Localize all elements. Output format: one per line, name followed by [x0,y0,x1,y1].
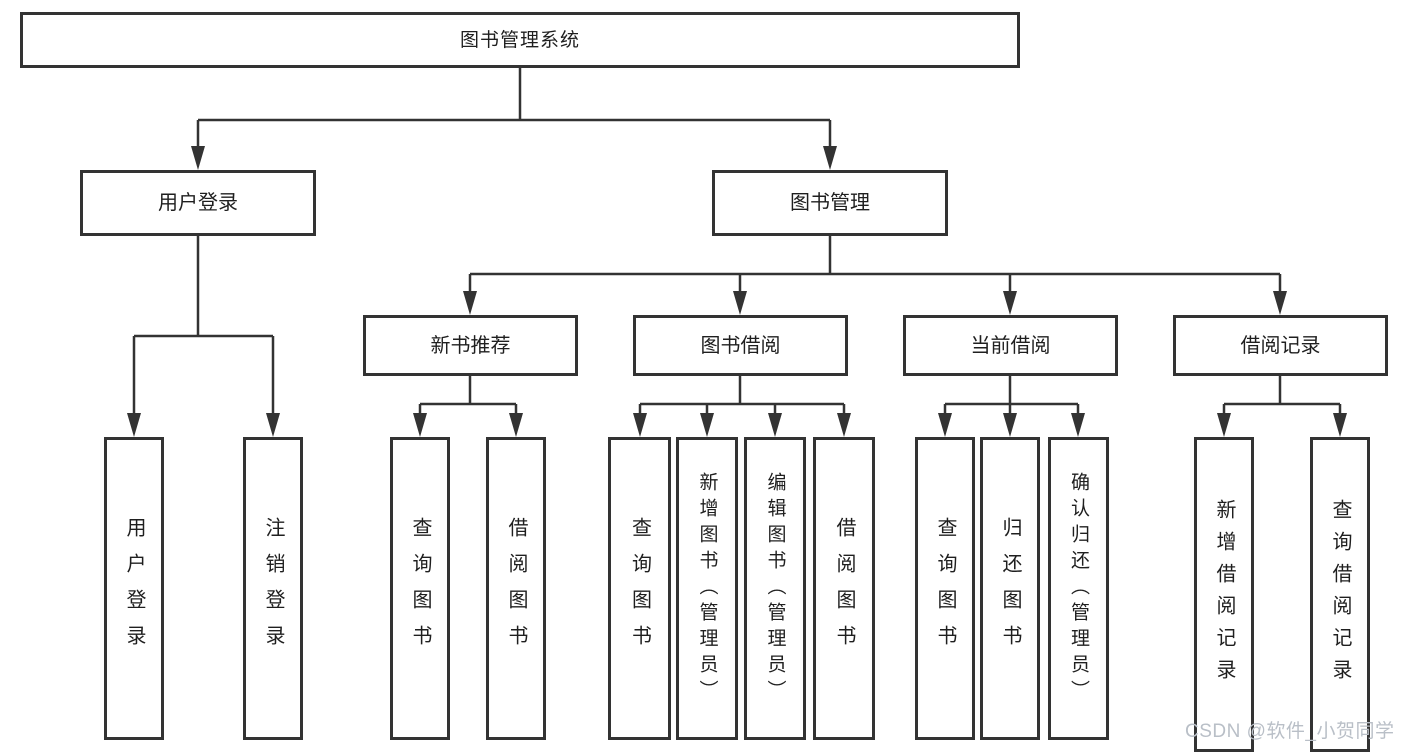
node-leaf-query-books-current: 查询图书 [915,437,975,740]
node-leaf-edit-book-admin: 编辑图书（管理员） [744,437,806,740]
node-book-management-label: 图书管理 [790,192,870,214]
node-root: 图书管理系统 [20,12,1020,68]
node-leaf-confirm-return-admin-label: 确认归还（管理员） [1068,471,1089,706]
node-root-label: 图书管理系统 [459,29,580,51]
node-leaf-edit-book-admin-label: 编辑图书（管理员） [764,471,786,706]
node-leaf-logout-label: 注销登录 [262,516,284,661]
node-book-borrowing-label: 图书借阅 [700,334,781,357]
node-leaf-user-login-label: 用户登录 [123,516,145,661]
node-leaf-add-book-admin-label: 新增图书（管理员） [696,471,718,706]
node-leaf-borrow-book: 借阅图书 [813,437,875,740]
node-current-borrowing-label: 当前借阅 [970,334,1051,357]
node-leaf-add-book-admin: 新增图书（管理员） [676,437,738,740]
node-leaf-return-book-label: 归还图书 [999,516,1021,661]
node-leaf-query-borrow-record-label: 查询借阅记录 [1329,498,1351,691]
node-leaf-user-login: 用户登录 [104,437,164,740]
node-leaf-return-book: 归还图书 [980,437,1040,740]
node-leaf-borrow-book-recommend: 借阅图书 [486,437,546,740]
node-leaf-query-books-borrowing: 查询图书 [608,437,671,740]
node-leaf-query-books-current-label: 查询图书 [934,516,956,661]
node-user-login-label: 用户登录 [158,192,238,214]
node-borrowing-records: 借阅记录 [1173,315,1388,376]
node-book-borrowing: 图书借阅 [633,315,848,376]
node-leaf-borrow-book-label: 借阅图书 [833,516,855,661]
node-leaf-add-borrow-record: 新增借阅记录 [1194,437,1254,752]
csdn-watermark: CSDN @软件_小贺同学 [1185,721,1395,742]
node-leaf-query-books-borrowing-label: 查询图书 [628,516,651,661]
node-borrowing-records-label: 借阅记录 [1240,334,1321,357]
node-leaf-confirm-return-admin: 确认归还（管理员） [1048,437,1109,740]
node-current-borrowing: 当前借阅 [903,315,1118,376]
arrowhead-icon [127,146,1347,437]
node-new-book-recommendation: 新书推荐 [363,315,578,376]
node-new-book-recommendation-label: 新书推荐 [430,334,511,357]
node-user-login: 用户登录 [80,170,316,236]
node-leaf-borrow-book-recommend-label: 借阅图书 [505,516,527,661]
node-leaf-logout: 注销登录 [243,437,303,740]
node-leaf-query-borrow-record: 查询借阅记录 [1310,437,1370,752]
node-leaf-query-books-recommend: 查询图书 [390,437,450,740]
node-book-management: 图书管理 [712,170,948,236]
node-leaf-add-borrow-record-label: 新增借阅记录 [1213,498,1235,691]
node-leaf-query-books-recommend-label: 查询图书 [409,516,431,661]
